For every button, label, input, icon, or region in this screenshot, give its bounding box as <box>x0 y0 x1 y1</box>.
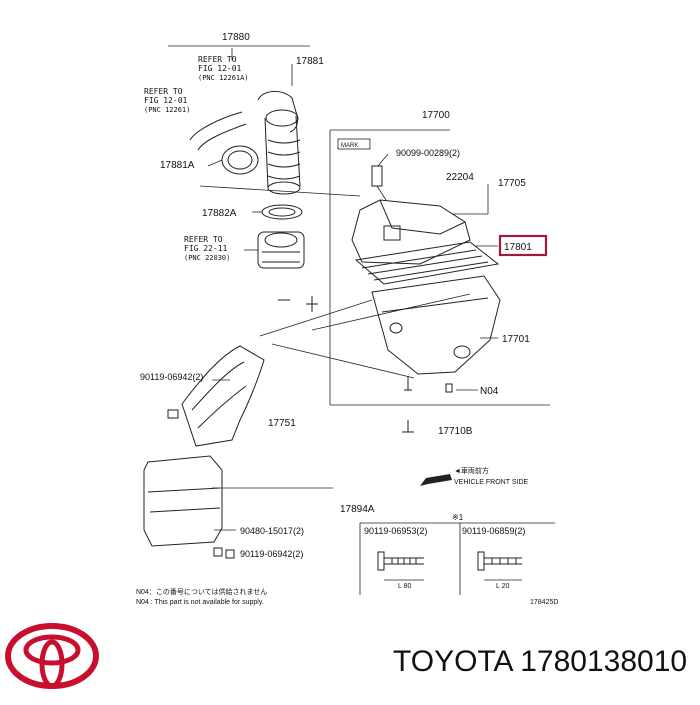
label-star1: ※1 <box>452 513 464 522</box>
brand-part-number: TOYOTA 1780138010 <box>393 645 688 678</box>
note-english: N04 : This part is not available for sup… <box>136 599 264 606</box>
throttle-body <box>257 231 305 269</box>
label-17700: 17700 <box>422 110 450 121</box>
mark-box <box>337 138 371 150</box>
label-90119-06942-top: 90119-06942(2) <box>140 372 203 382</box>
leader-lines <box>199 48 498 531</box>
label-90119-06859: 90119-06859(2) <box>462 526 525 536</box>
label-vehicle-front-jp: ◄車両前方 <box>454 466 489 475</box>
label-17705: 17705 <box>498 178 526 189</box>
label-17710B: 17710B <box>438 426 473 437</box>
highlight-box-17801 <box>498 234 548 257</box>
label-17894A: 17894A <box>340 504 375 515</box>
label-vehicle-front-en: VEHICLE FRONT SIDE <box>454 479 528 486</box>
toyota-logo-icon <box>5 623 99 689</box>
frame-lines <box>168 45 555 595</box>
resonator-17894A <box>143 455 223 547</box>
ref3-line2: FIG 22-11 <box>184 244 228 253</box>
label-17801: 17801 <box>504 242 532 253</box>
label-17701: 17701 <box>502 334 530 345</box>
air-cleaner-cap-17705 <box>351 165 471 265</box>
ref2-line3: (PNC 12261) <box>144 106 190 114</box>
clamp-17882A <box>261 204 303 220</box>
part-labels: 17880 17881 REFER TO FIG 12-01 (PNC 1226… <box>136 32 558 606</box>
ref3-line3: (PNC 22030) <box>184 254 230 262</box>
note-japanese: N04：この番号については供給されません <box>136 587 267 596</box>
ref1-line3: (PNC 12261A) <box>198 74 249 82</box>
air-duct-17751 <box>181 345 265 447</box>
label-90119-06942-bottom: 90119-06942(2) <box>240 549 303 559</box>
label-17751: 17751 <box>268 418 296 429</box>
label-mark: MARK <box>341 143 358 149</box>
ref2-line2: FIG 12-01 <box>144 96 188 105</box>
air-cleaner-case-17701 <box>371 275 501 375</box>
intake-hose-17880 <box>189 91 301 195</box>
ref1-line2: FIG 12-01 <box>198 64 242 73</box>
label-90099: 90099-00289(2) <box>396 148 460 158</box>
vehicle-front-arrow-icon <box>420 474 452 486</box>
label-dim-80: L 80 <box>398 583 411 590</box>
label-17882A: 17882A <box>202 208 237 219</box>
ref1-line1: REFER TO <box>198 55 237 64</box>
label-dim-20: L 20 <box>496 583 509 590</box>
label-22204: 22204 <box>446 172 474 183</box>
inset-bolts <box>377 551 522 581</box>
air-filter-element-17801 <box>354 241 500 285</box>
label-17881: 17881 <box>296 56 324 67</box>
label-N04: N04 <box>480 386 499 397</box>
ref2-line1: REFER TO <box>144 87 183 96</box>
label-90119-06953: 90119-06953(2) <box>364 526 427 536</box>
bolts <box>167 296 453 559</box>
label-17880: 17880 <box>222 32 250 43</box>
label-17881A: 17881A <box>160 160 195 171</box>
label-90480: 90480-15017(2) <box>240 526 304 536</box>
figure-code: 178425D <box>530 599 558 606</box>
ref3-line1: REFER TO <box>184 235 223 244</box>
